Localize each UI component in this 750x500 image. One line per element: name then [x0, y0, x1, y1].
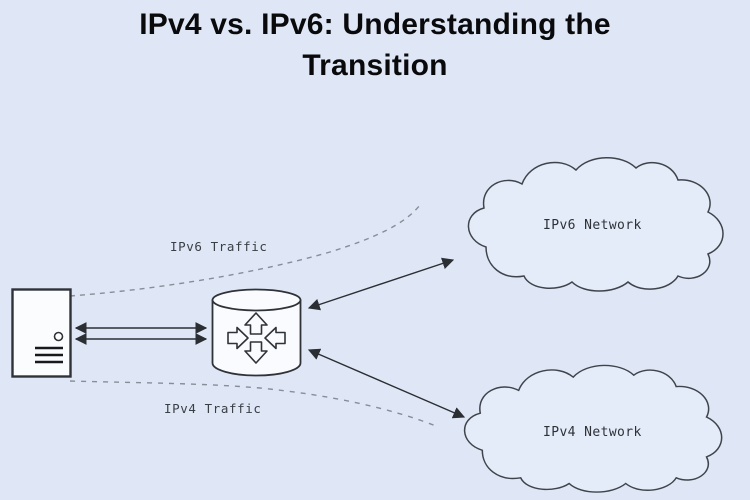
- ipv6-network-label: IPv6 Network: [543, 218, 642, 233]
- server-power-button: [53, 331, 64, 342]
- server-icon: [11, 288, 72, 378]
- ipv4-network-cloud: [463, 364, 723, 493]
- cloud-shape: [463, 364, 723, 493]
- route-right-arrow-icon: [227, 326, 249, 350]
- router-cylinder-top: [211, 288, 302, 312]
- router-cylinder-body: [211, 300, 302, 377]
- router-icon: [211, 288, 302, 377]
- server-body: [11, 288, 72, 378]
- router-ipv4-cloud-link: [307, 348, 466, 419]
- ipv6-traffic-label: IPv6 Traffic: [170, 239, 268, 254]
- router-ipv6-cloud-link: [307, 257, 455, 311]
- page-title: IPv4 vs. IPv6: Understanding the Transit…: [139, 8, 611, 83]
- ipv6-traffic-dashed-flow: [69, 204, 421, 297]
- cloud-shape: [467, 157, 724, 292]
- ipv4-traffic-label: IPv4 Traffic: [164, 401, 262, 416]
- route-down-arrow-icon: [244, 341, 268, 364]
- route-left-arrow-icon: [264, 326, 286, 350]
- ipv6-network-cloud: [467, 157, 724, 292]
- ipv4-network-label: IPv4 Network: [543, 425, 642, 440]
- route-up-arrow-icon: [244, 312, 268, 335]
